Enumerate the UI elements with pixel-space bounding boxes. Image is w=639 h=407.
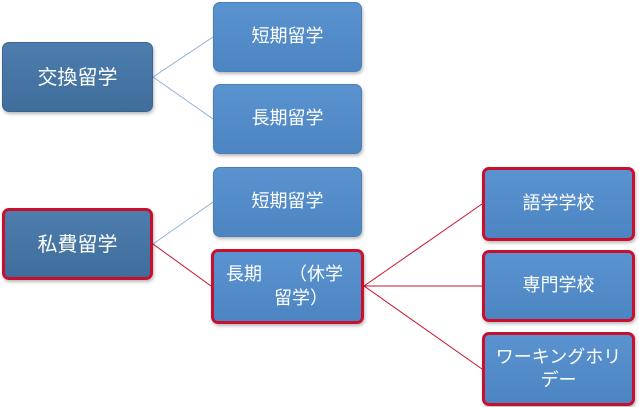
node-exchange-long-term: 長期留学 — [213, 84, 362, 154]
node-exchange-study-label: 交換留学 — [37, 65, 118, 89]
connector-exchange-long — [152, 76, 214, 120]
node-working-holiday-text: ワーキングホリ デー — [496, 346, 621, 393]
node-working-holiday-line2: デー — [540, 370, 577, 391]
connector-private-short — [152, 201, 214, 245]
node-private-long-term: 長期 （休学 留学） — [211, 249, 364, 324]
node-private-short-term: 短期留学 — [213, 167, 362, 237]
node-private-long-term-line2: 留学） — [274, 287, 328, 309]
node-private-study: 私費留学 — [2, 208, 153, 280]
node-exchange-study: 交換留学 — [2, 42, 153, 112]
node-language-school-label: 語学学校 — [522, 193, 595, 215]
connector-long-language — [363, 203, 483, 287]
node-working-holiday-line1: ワーキングホリ — [495, 346, 622, 368]
node-private-short-term-label: 短期留学 — [251, 191, 324, 213]
node-working-holiday: ワーキングホリ デー — [482, 332, 635, 406]
node-exchange-short-term-label: 短期留学 — [251, 26, 324, 48]
node-vocational-school: 専門学校 — [482, 250, 635, 322]
node-vocational-school-label: 専門学校 — [522, 275, 595, 297]
connector-exchange-short — [152, 36, 214, 78]
node-private-long-term-text: 長期 （休学 留学） — [226, 263, 343, 310]
connector-private-long — [152, 243, 212, 287]
node-private-study-label: 私費留学 — [37, 232, 118, 256]
node-exchange-long-term-label: 長期留学 — [251, 108, 324, 130]
node-private-long-term-line1: 長期 （休学 — [226, 264, 343, 286]
node-language-school: 語学学校 — [482, 167, 635, 241]
node-exchange-short-term: 短期留学 — [213, 2, 362, 72]
connector-long-holiday — [363, 285, 483, 370]
